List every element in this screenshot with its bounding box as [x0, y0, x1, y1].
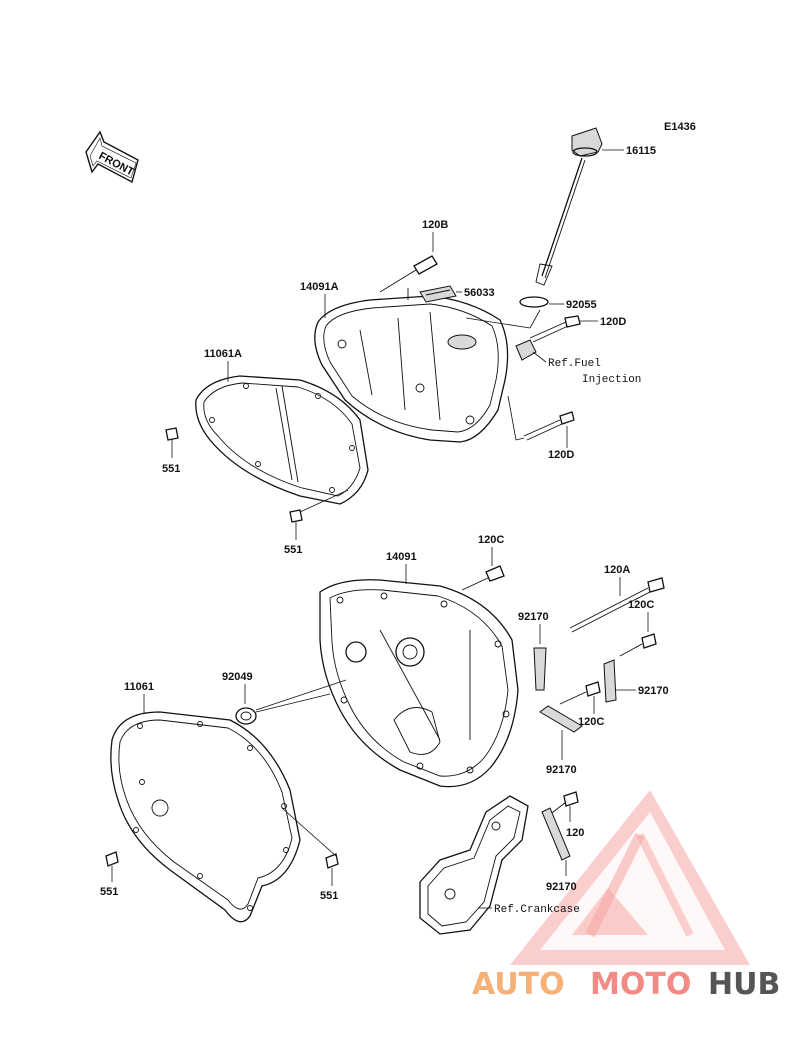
watermark-logo	[510, 790, 750, 965]
label-120c-top: 120C	[478, 534, 504, 546]
outer-cover-14091a	[314, 288, 509, 443]
clamp-92170-c	[539, 705, 583, 733]
inner-cover-14091	[319, 579, 519, 788]
clamp-92170-b	[603, 659, 617, 703]
label-92170-a: 92170	[518, 611, 549, 623]
label-120a: 120A	[604, 564, 630, 576]
label-16115: 16115	[626, 145, 656, 157]
label-56033: 56033	[464, 287, 495, 299]
front-arrow-icon: FRONT	[85, 130, 139, 184]
gasket-11061a	[195, 375, 369, 505]
label-551-d: 551	[320, 890, 338, 902]
clamp-92170-d	[541, 807, 571, 861]
label-551-c: 551	[100, 886, 118, 898]
bolt-120c-low	[559, 681, 601, 705]
oil-seal-92049	[235, 707, 257, 725]
label-14091a: 14091A	[300, 281, 339, 293]
dowel-551-b	[289, 509, 303, 523]
watermark-part-hub: HUB	[708, 967, 780, 1002]
dipstick-16115	[535, 127, 624, 286]
label-92170-b: 92170	[638, 685, 669, 697]
watermark-part-moto: MOTO	[590, 967, 691, 1002]
label-120c-mid: 120C	[628, 599, 654, 611]
bolt-120a	[569, 577, 665, 633]
bolt-120c-mid	[619, 633, 657, 657]
label-120b: 120B	[422, 219, 448, 231]
watermark-part-auto: AUTO	[472, 967, 565, 1002]
bolt-120d-top	[529, 315, 581, 343]
dowel-551-a	[165, 427, 179, 441]
label-551-a: 551	[162, 463, 180, 475]
crankcase-ref-bracket	[419, 795, 529, 935]
dowel-551-d	[325, 853, 339, 869]
bolt-120d-bottom	[523, 411, 575, 441]
clamp-92170-a	[533, 647, 547, 691]
label-120d-bottom: 120D	[548, 449, 574, 461]
watermark-text: AUTO MOTO HUB	[472, 967, 780, 1002]
diagram-code: E1436	[664, 121, 696, 133]
ref-crankcase: Ref.Crankcase	[494, 904, 580, 916]
bolt-120c-top	[461, 565, 505, 591]
label-120: 120	[566, 827, 584, 839]
gasket-11061	[110, 711, 301, 923]
label-11061: 11061	[124, 681, 154, 693]
label-92055: 92055	[566, 299, 597, 311]
label-92170-c: 92170	[546, 764, 577, 776]
label-14091: 14091	[386, 551, 417, 563]
bolt-120b	[379, 255, 438, 293]
bolt-120	[547, 791, 579, 817]
decal-56033	[419, 285, 457, 303]
label-92170-d: 92170	[546, 881, 577, 893]
ref-fuel-injection-line2: Injection	[582, 374, 641, 386]
label-551-b: 551	[284, 544, 302, 556]
ref-fuel-injection-line1: Ref.Fuel	[548, 358, 601, 370]
o-ring-92055	[519, 296, 549, 308]
label-92049: 92049	[222, 671, 253, 683]
dowel-551-c	[105, 851, 119, 867]
label-120d-top: 120D	[600, 316, 626, 328]
label-120c-low: 120C	[578, 716, 604, 728]
label-11061a: 11061A	[204, 348, 242, 360]
